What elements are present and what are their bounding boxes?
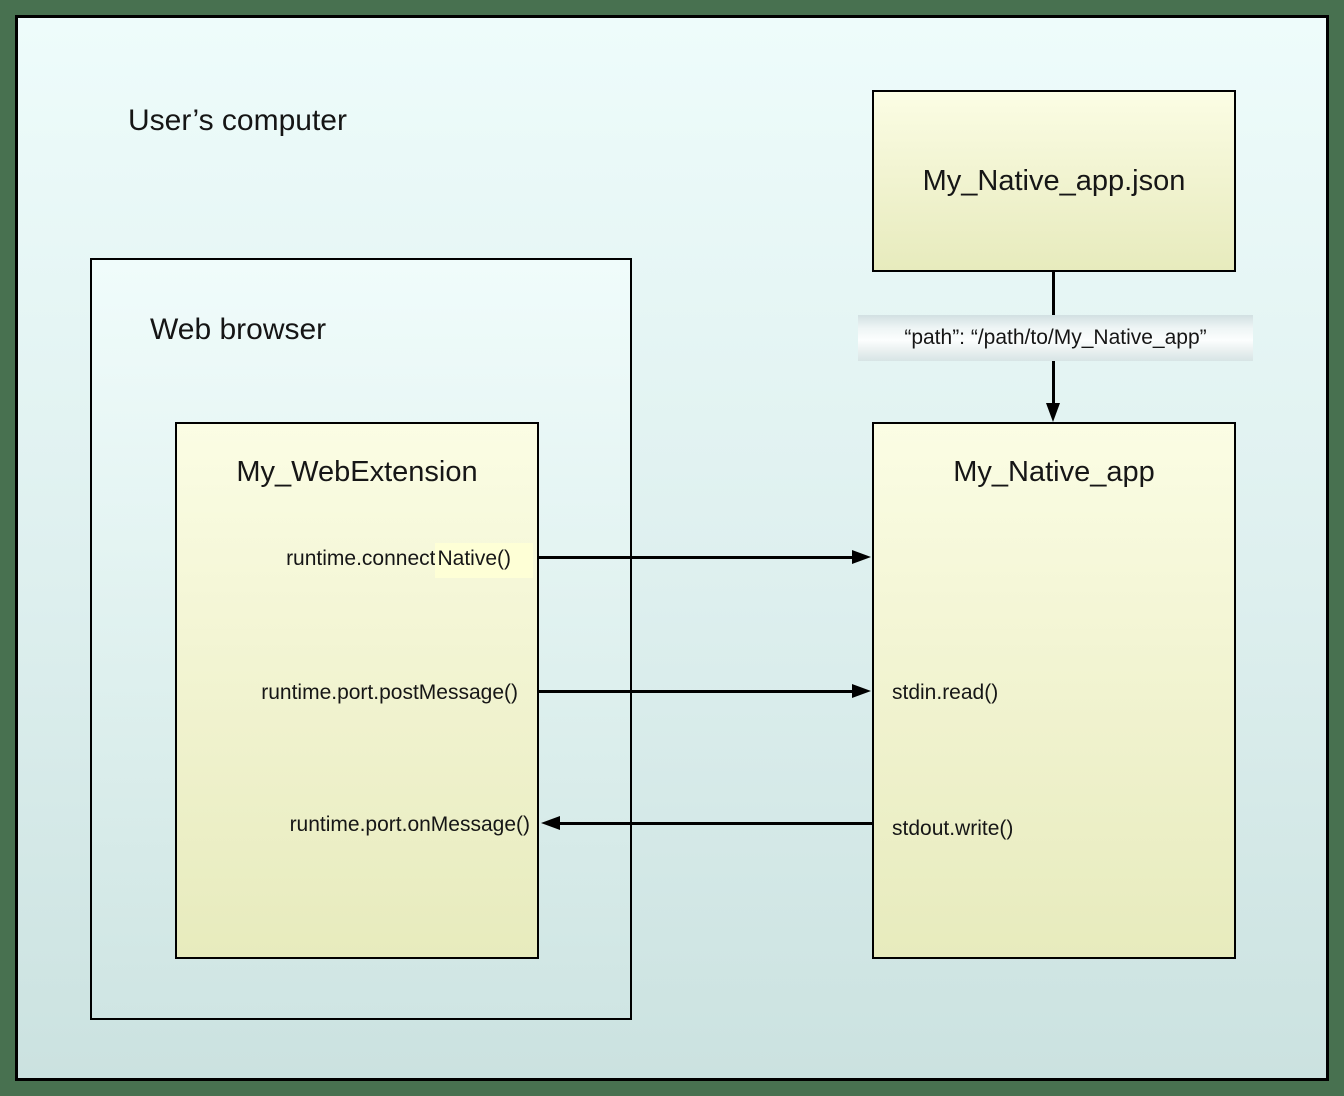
- path-label-text: “path”: “/path/to/My_Native_app”: [904, 326, 1207, 349]
- users-computer-container: User’s computer Web browser My_Native_ap…: [15, 15, 1329, 1081]
- native-app-json-box: My_Native_app.json: [872, 90, 1236, 272]
- native-app-json-title: My_Native_app.json: [922, 164, 1186, 197]
- runtime-connectnative-prefix: runtime.connect: [286, 547, 436, 570]
- my-native-app-box: My_Native_app stdin.read() stdout.write(…: [872, 422, 1236, 959]
- my-webextension-box: My_WebExtension runtime.connectNative() …: [175, 422, 539, 959]
- web-browser-label: Web browser: [150, 313, 327, 346]
- stdout-write-label: stdout.write(): [892, 817, 1014, 840]
- runtime-port-onmessage-label: runtime.port.onMessage(): [289, 813, 530, 836]
- path-label-band: “path”: “/path/to/My_Native_app”: [858, 315, 1253, 361]
- connectnative-highlight: Native(): [435, 543, 533, 578]
- path-arrow-head: [1046, 403, 1060, 422]
- users-computer-label: User’s computer: [128, 104, 347, 137]
- post-message-arrow-head: [852, 684, 871, 698]
- connect-native-arrow-line: [539, 556, 856, 559]
- stdout-arrow-line: [557, 822, 872, 825]
- post-message-arrow-line: [539, 690, 856, 693]
- runtime-connectnative-label: runtime.connectNative(): [177, 543, 533, 578]
- stdin-read-label: stdin.read(): [892, 681, 999, 704]
- stdout-arrow-head: [541, 816, 560, 830]
- my-webextension-title: My_WebExtension: [236, 456, 478, 488]
- runtime-port-postmessage-label: runtime.port.postMessage(): [261, 681, 518, 704]
- connect-native-arrow-head: [852, 550, 871, 564]
- my-native-app-title: My_Native_app: [953, 456, 1155, 488]
